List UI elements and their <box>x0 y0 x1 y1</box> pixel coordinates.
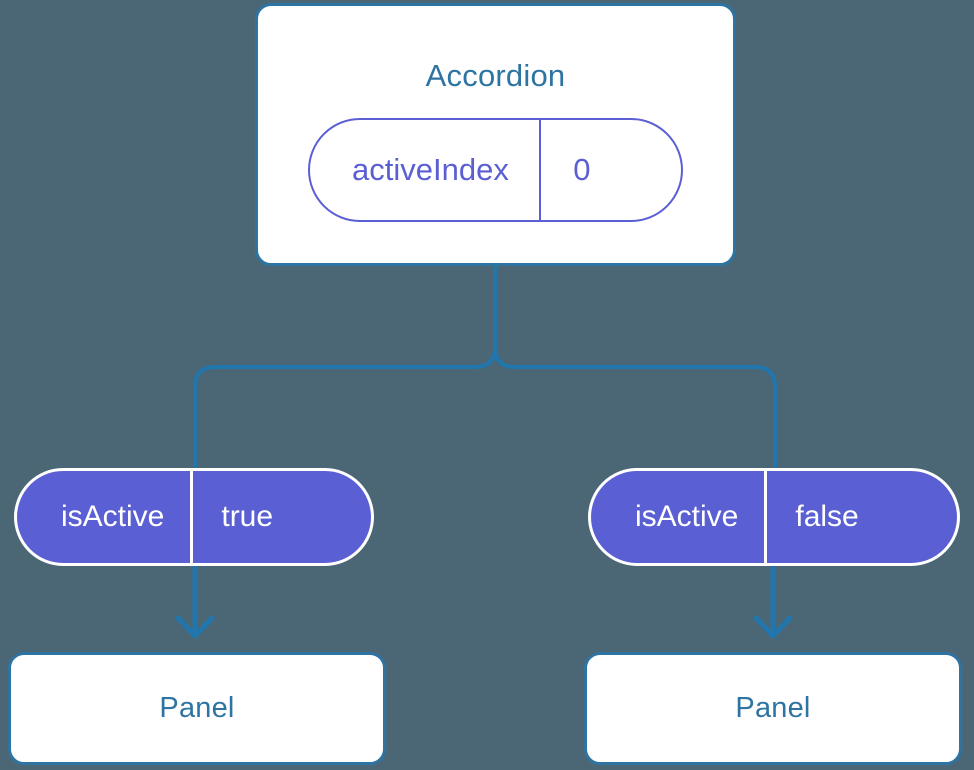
connector-right-branch <box>493 264 777 468</box>
connector-left-branch <box>193 264 497 468</box>
prop-key-is-active-left: isActive <box>61 500 165 533</box>
prop-value-is-active-left: true <box>190 471 319 563</box>
component-card-panel-right[interactable]: Panel <box>584 652 962 765</box>
component-card-panel-left[interactable]: Panel <box>8 652 386 765</box>
component-title-panel-right: Panel <box>735 692 811 724</box>
prop-pill-active-index[interactable]: activeIndex 0 <box>308 118 683 222</box>
arrow-down-icon-left <box>175 565 215 639</box>
prop-value-active-index: 0 <box>538 120 635 220</box>
prop-key-is-active-right: isActive <box>635 500 739 533</box>
prop-value-is-active-right: false <box>764 471 904 563</box>
arrow-down-icon-right <box>753 565 793 639</box>
prop-pill-is-active-false[interactable]: isActive false <box>588 468 960 566</box>
prop-pill-is-active-true[interactable]: isActive true <box>14 468 374 566</box>
component-title-panel-left: Panel <box>159 692 235 724</box>
component-title-accordion: Accordion <box>425 58 566 93</box>
prop-key-active-index: activeIndex <box>352 152 509 187</box>
